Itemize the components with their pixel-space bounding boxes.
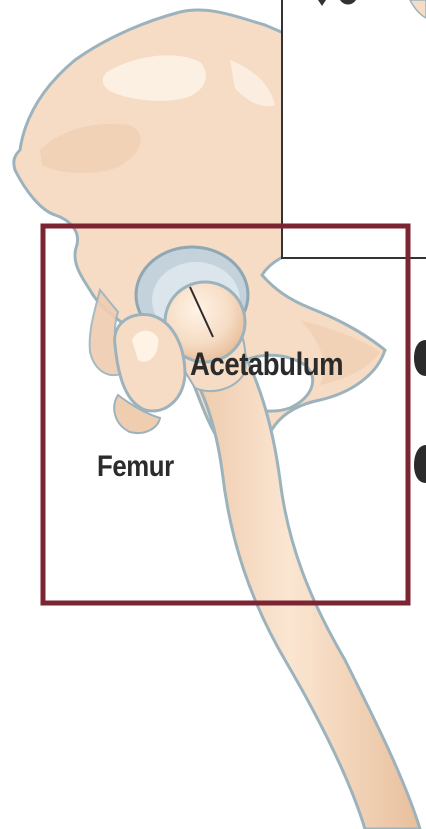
femur-label: Femur	[97, 452, 174, 482]
cropped-text-fragments	[414, 340, 426, 483]
inset-box	[282, 0, 426, 258]
acetabulum-label: Acetabulum	[190, 348, 343, 380]
